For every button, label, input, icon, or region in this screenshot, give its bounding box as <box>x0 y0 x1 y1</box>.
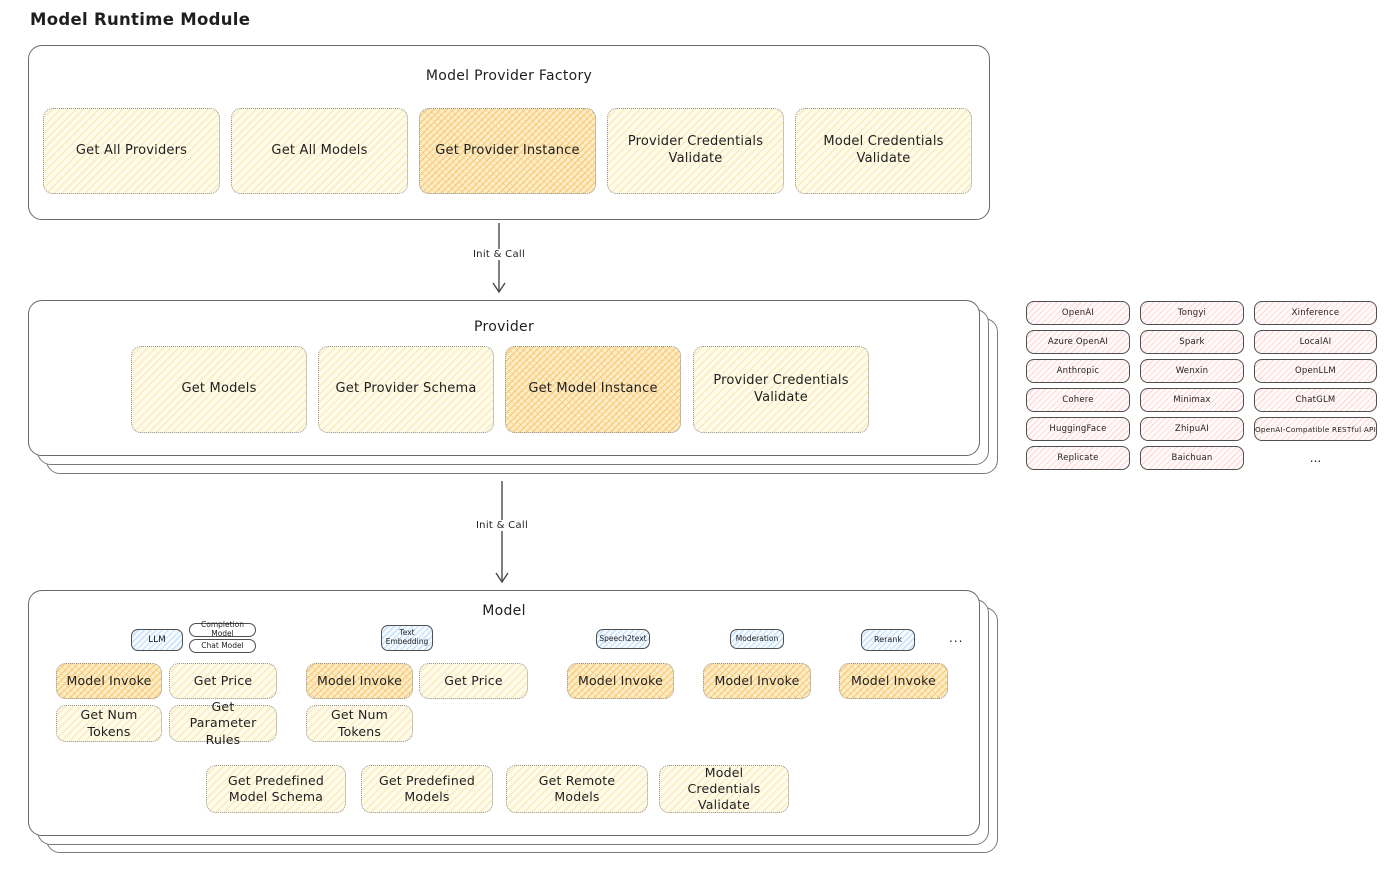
provider-title: Provider <box>473 319 535 335</box>
node-get-remote-models: Get Remote Models <box>506 765 648 813</box>
providers-grid: OpenAI Tongyi Xinference Azure OpenAI Sp… <box>1026 301 1377 470</box>
provider-huggingface: HuggingFace <box>1026 417 1130 441</box>
node-get-models: Get Models <box>131 346 307 433</box>
node-get-predefined-models: Get Predefined Models <box>361 765 493 813</box>
node-llm-get-parameter-rules: Get Parameter Rules <box>169 699 277 747</box>
node-model-credentials-validate: Model Credentials Validate <box>795 108 972 194</box>
provider-anthropic: Anthropic <box>1026 359 1130 383</box>
factory-title: Model Provider Factory <box>425 68 593 84</box>
provider-minimax: Minimax <box>1139 388 1244 412</box>
node-get-provider-instance: Get Provider Instance <box>419 108 596 194</box>
node-get-all-providers: Get All Providers <box>43 108 220 194</box>
type-llm-chip: LLM <box>131 629 183 651</box>
node-model-credentials-validate-2: Model Credentials Validate <box>659 765 789 813</box>
page-title: Model Runtime Module <box>30 10 251 29</box>
node-get-all-models: Get All Models <box>231 108 408 194</box>
provider-wenxin: Wenxin <box>1139 359 1244 383</box>
node-moderation-model-invoke: Model Invoke <box>703 663 811 699</box>
node-rerank-model-invoke: Model Invoke <box>839 663 948 699</box>
type-text-embedding-chip: Text Embedding <box>381 625 433 651</box>
provider-replicate: Replicate <box>1026 446 1130 470</box>
init-call-label-1: Init & Call <box>468 249 530 260</box>
node-provider-credentials-validate: Provider Credentials Validate <box>607 108 784 194</box>
provider-xinference: Xinference <box>1253 301 1377 325</box>
node-embedding-get-price: Get Price <box>419 663 528 699</box>
type-chat-model-chip: Chat Model <box>189 639 256 653</box>
type-moderation-chip: Moderation <box>730 629 784 649</box>
provider-azure-openai: Azure OpenAI <box>1026 330 1130 354</box>
init-call-label-2: Init & Call <box>471 520 533 531</box>
model-container: Model LLM Completion Model Chat Model Te… <box>28 590 980 836</box>
provider-chatglm: ChatGLM <box>1253 388 1377 412</box>
provider-openai-compatible-restful-api: OpenAI-Compatible RESTful API <box>1253 417 1377 441</box>
node-llm-get-num-tokens: Get Num Tokens <box>56 705 162 742</box>
provider-tongyi: Tongyi <box>1139 301 1244 325</box>
factory-container: Model Provider Factory Get All Providers… <box>28 45 990 220</box>
provider-zhipuai: ZhipuAI <box>1139 417 1244 441</box>
provider-openai: OpenAI <box>1026 301 1130 325</box>
model-title: Model <box>482 603 526 619</box>
types-more-ellipsis: ... <box>949 631 964 645</box>
node-embedding-get-num-tokens: Get Num Tokens <box>306 705 413 742</box>
node-llm-get-price: Get Price <box>169 663 277 699</box>
type-completion-model-chip: Completion Model <box>189 621 256 638</box>
provider-container: Provider Get Models Get Provider Schema … <box>28 300 980 456</box>
provider-localai: LocalAI <box>1253 330 1377 354</box>
node-embedding-model-invoke: Model Invoke <box>306 663 413 699</box>
provider-spark: Spark <box>1139 330 1244 354</box>
node-speech2text-model-invoke: Model Invoke <box>567 663 674 699</box>
provider-cohere: Cohere <box>1026 388 1130 412</box>
node-get-provider-schema: Get Provider Schema <box>318 346 494 433</box>
type-speech2text-chip: Speech2text <box>596 629 650 649</box>
node-llm-model-invoke: Model Invoke <box>56 663 162 699</box>
provider-baichuan: Baichuan <box>1139 446 1244 470</box>
node-get-model-instance: Get Model Instance <box>505 346 681 433</box>
type-rerank-chip: Rerank <box>861 629 915 651</box>
provider-openllm: OpenLLM <box>1253 359 1377 383</box>
init-call-arrow-2 <box>495 481 509 584</box>
init-call-arrow-1 <box>492 223 506 294</box>
node-get-predefined-model-schema: Get Predefined Model Schema <box>206 765 346 813</box>
providers-more-ellipsis: ... <box>1309 451 1322 465</box>
node-provider-credentials-validate-2: Provider Credentials Validate <box>693 346 869 433</box>
